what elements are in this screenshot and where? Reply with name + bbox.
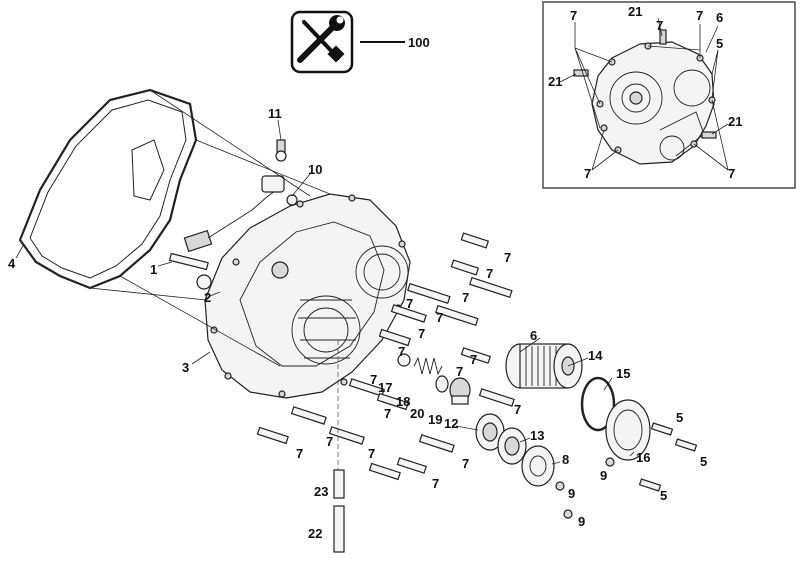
crankcase-cover [204, 193, 411, 399]
inset-label-7: 7 [570, 8, 577, 23]
part-label-17: 17 [378, 380, 392, 395]
part-label-7: 7 [384, 406, 391, 421]
o-ring [580, 376, 616, 432]
inset-leaders [559, 17, 729, 171]
washer-19 [435, 375, 449, 393]
part-label-7: 7 [296, 446, 303, 461]
sensor-assembly [168, 139, 298, 290]
inset-label-7: 7 [728, 166, 735, 181]
part-label-10: 10 [308, 162, 322, 177]
part-label-23: 23 [314, 484, 328, 499]
wrench-screwdriver-icon [297, 15, 345, 63]
part-label-7: 7 [370, 372, 377, 387]
inset-label-7: 7 [696, 8, 703, 23]
part-label-7: 7 [486, 266, 493, 281]
part-label-22: 22 [308, 526, 322, 541]
part-label-16: 16 [636, 450, 650, 465]
spring-18 [413, 356, 443, 376]
part-label-7: 7 [432, 476, 439, 491]
projection-lines [89, 89, 331, 367]
inset-cover-drawing [573, 29, 717, 165]
part-label-9: 9 [600, 468, 607, 483]
part-label-6: 6 [530, 328, 537, 343]
inset-label-7: 7 [656, 18, 663, 33]
part-label-19: 19 [428, 412, 442, 427]
part-label-7: 7 [398, 344, 405, 359]
part-label-20: 20 [410, 406, 424, 421]
bearing-13 [497, 427, 527, 465]
part-label-9: 9 [568, 486, 575, 501]
tool-callout: 100 [290, 10, 430, 74]
inset-view: 7 21 7 6 5 21 21 7 7 7 [542, 1, 796, 189]
part-label-7: 7 [504, 250, 511, 265]
oil-filter [505, 343, 583, 389]
part-label-7: 7 [406, 296, 413, 311]
relief-valve-20 [449, 377, 471, 405]
part-label-14: 14 [588, 348, 603, 363]
bearing-12 [475, 413, 505, 451]
part-label-12: 12 [444, 416, 458, 431]
part-label-13: 13 [530, 428, 544, 443]
part-label-18: 18 [396, 394, 410, 409]
bolts [256, 232, 515, 481]
part-label-11: 11 [268, 106, 282, 121]
tool-callout-label: 100 [408, 35, 430, 50]
filter-cover [605, 399, 651, 461]
part-label-7: 7 [456, 364, 463, 379]
inset-label-7: 7 [584, 166, 591, 181]
ball-17 [397, 353, 411, 367]
part-label-2: 2 [204, 290, 211, 305]
part-label-7: 7 [470, 352, 477, 367]
part-labels: 11 10 4 1 2 3 7 7 7 7 7 7 7 7 7 7 7 7 7 … [8, 106, 707, 541]
part-label-5: 5 [700, 454, 707, 469]
part-label-7: 7 [514, 402, 521, 417]
filter-parts [397, 343, 698, 519]
part-label-4: 4 [8, 256, 16, 271]
part-label-5: 5 [676, 410, 683, 425]
part-label-7: 7 [418, 326, 425, 341]
part-label-5: 5 [660, 488, 667, 503]
gasket [18, 88, 198, 290]
part-label-7: 7 [326, 434, 333, 449]
inset-label-21: 21 [728, 114, 742, 129]
part-label-7: 7 [436, 310, 443, 325]
part-leaders [15, 119, 635, 465]
part-label-15: 15 [616, 366, 630, 381]
part-label-7: 7 [368, 446, 375, 461]
inset-label-21: 21 [548, 74, 562, 89]
tube-parts [333, 340, 345, 553]
part-label-1: 1 [150, 262, 157, 277]
inset-label-21: 21 [628, 4, 642, 19]
part-label-7: 7 [462, 456, 469, 471]
inset-label-5: 5 [716, 36, 723, 51]
part-label-8: 8 [562, 452, 569, 467]
inset-label-6: 6 [716, 10, 723, 25]
part-label-9: 9 [578, 514, 585, 529]
part-label-7: 7 [462, 290, 469, 305]
part-label-3: 3 [182, 360, 189, 375]
plate-8 [521, 445, 555, 487]
